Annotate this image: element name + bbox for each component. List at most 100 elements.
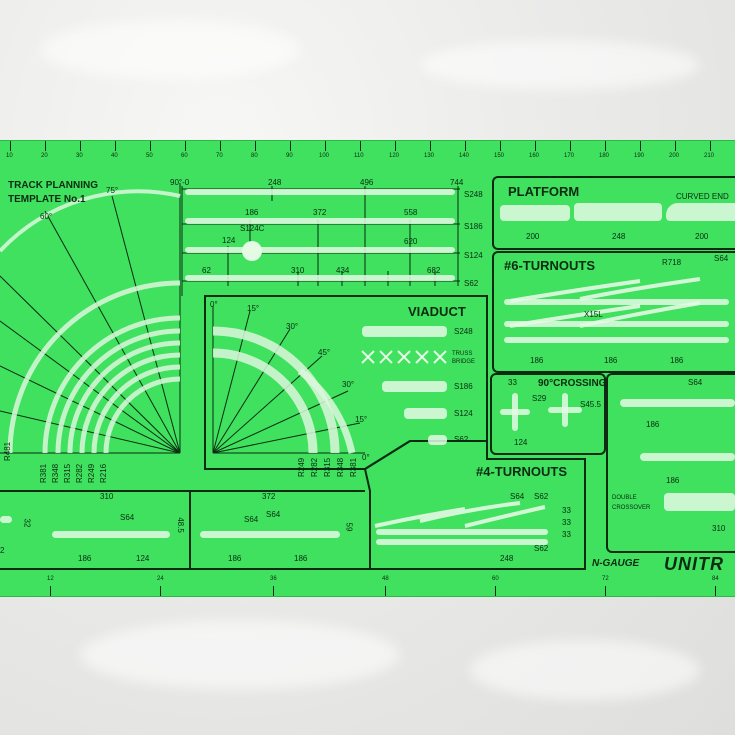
bottom-cutout — [200, 531, 340, 538]
truss-bridge — [361, 350, 447, 364]
turnout4-label: S62 — [534, 544, 549, 553]
turnout4-cutout — [376, 529, 548, 535]
right-panel — [606, 373, 735, 553]
scale-label: 160 — [529, 153, 540, 159]
platform-cutout — [574, 203, 662, 221]
crossing-title: 90°CROSSING — [538, 378, 607, 389]
straight-length-label: 434 — [336, 266, 350, 275]
angle-label: 60° — [40, 212, 53, 221]
cloth-fold — [470, 640, 700, 700]
template-graphics — [0, 183, 701, 570]
scale-label: 84 — [712, 576, 719, 582]
viaduct-angle: 15° — [247, 304, 260, 313]
cloth-fold — [40, 20, 300, 80]
scale-label: 50 — [146, 153, 153, 159]
viaduct-cutout — [362, 326, 447, 337]
scale-label: 12 — [47, 576, 54, 582]
angle-label: 75° — [106, 186, 119, 195]
straight-length-label: 248 — [268, 178, 282, 187]
viaduct-size: S186 — [454, 382, 473, 391]
viaduct-cutout — [404, 408, 447, 419]
scale-label: 10 — [6, 153, 13, 159]
turnout4-dim: 248 — [500, 554, 514, 563]
viaduct-cutout — [382, 381, 447, 392]
right-panel-dim: 310 — [712, 524, 726, 533]
turnout6-dim: 186 — [670, 356, 684, 365]
viaduct-angle: 0° — [362, 453, 370, 462]
platform-cutout — [666, 203, 735, 221]
turnouts6-panel — [492, 251, 735, 373]
turnout6-dim: 186 — [604, 356, 618, 365]
bottom-dim: S64 — [266, 510, 281, 519]
viaduct-outer-arc — [297, 368, 356, 454]
straight-side-label: S186 — [464, 222, 483, 231]
template-title: TRACK PLANNING — [8, 180, 98, 191]
turnouts4-border — [363, 440, 586, 570]
turnout4-label: S62 — [534, 492, 549, 501]
turnout4-side: 33 — [562, 518, 571, 527]
crossing-cutout — [512, 393, 518, 431]
platform-dim: 200 — [526, 232, 540, 241]
platform-curved-end: CURVED END — [676, 192, 729, 201]
straight-side-label: S62 — [464, 279, 479, 288]
bottom-dim: 310 — [100, 492, 114, 501]
straight-cutout — [185, 275, 455, 281]
scale-label: 48 — [382, 576, 389, 582]
radius-label: R282 — [75, 463, 84, 483]
viaduct-radius: R315 — [323, 457, 332, 477]
fan-outer-arc — [0, 189, 181, 253]
straight-cutout — [185, 247, 455, 253]
viaduct-size: S124 — [454, 409, 473, 418]
scale-label: 36 — [270, 576, 277, 582]
brand-prefix: N-GAUGE — [592, 558, 640, 569]
crossing-label: 33 — [508, 378, 517, 387]
viaduct-radius: R282 — [310, 457, 319, 477]
cloth-fold — [80, 620, 400, 690]
bottom-dim: S64 — [244, 515, 259, 524]
crossing-panel — [490, 373, 606, 455]
crossover-cutout — [664, 493, 735, 511]
radius-label: R348 — [51, 463, 60, 483]
turnout6-cutout — [504, 321, 729, 327]
crossing-dim: 124 — [514, 438, 528, 447]
platform-title: PLATFORM — [508, 184, 580, 199]
scale-label: 190 — [634, 153, 645, 159]
scale-label: 120 — [389, 153, 400, 159]
viaduct-angle: 30° — [286, 322, 299, 331]
bottom-dim: 48.5 — [175, 517, 185, 533]
scale-label: 210 — [704, 153, 715, 159]
scale-label: 30 — [76, 153, 83, 159]
straight-length-label: 124 — [222, 236, 236, 245]
right-panel-label: 186 — [646, 420, 660, 429]
radius-label: R481 — [3, 441, 12, 461]
turnout6-cutout — [504, 299, 729, 305]
turnouts4-title: #4-TURNOUTS — [476, 464, 568, 479]
viaduct-title: VIADUCT — [408, 304, 466, 319]
truss-bridge-label: TRUSS — [452, 351, 473, 357]
bottom-dim: 124 — [136, 554, 150, 563]
bottom-dim: 32 — [22, 518, 32, 528]
radius-label: R249 — [87, 463, 96, 483]
straight-length-label: 620 — [404, 237, 418, 246]
double-crossover-label: DOUBLE — [612, 495, 637, 501]
viaduct-size: S62 — [454, 435, 469, 444]
crossing-label: S29 — [532, 394, 547, 403]
viaduct-radius: R249 — [297, 457, 306, 477]
turnout6-label: S64 — [714, 254, 729, 263]
double-crossover-label: CROSSOVER — [612, 505, 651, 511]
bottom-dim: 2 — [0, 546, 5, 555]
scale-label: 180 — [599, 153, 610, 159]
straight-cutout — [185, 218, 455, 224]
straight-length-label: 558 — [404, 208, 418, 217]
bottom-dim: 186 — [228, 554, 242, 563]
turnout4-curves — [374, 501, 546, 528]
truss-bridge-label: BRIDGE — [452, 359, 476, 365]
viaduct-angle: 45° — [318, 348, 331, 357]
viaduct-radius: R381 — [349, 457, 358, 477]
viaduct-angle: 30° — [342, 380, 355, 389]
scale-label: 110 — [354, 153, 364, 159]
platform-panel — [492, 176, 735, 250]
turnout6-cutout — [504, 337, 729, 343]
bottom-dim: 186 — [78, 554, 92, 563]
turnout6-label: R718 — [662, 258, 682, 267]
